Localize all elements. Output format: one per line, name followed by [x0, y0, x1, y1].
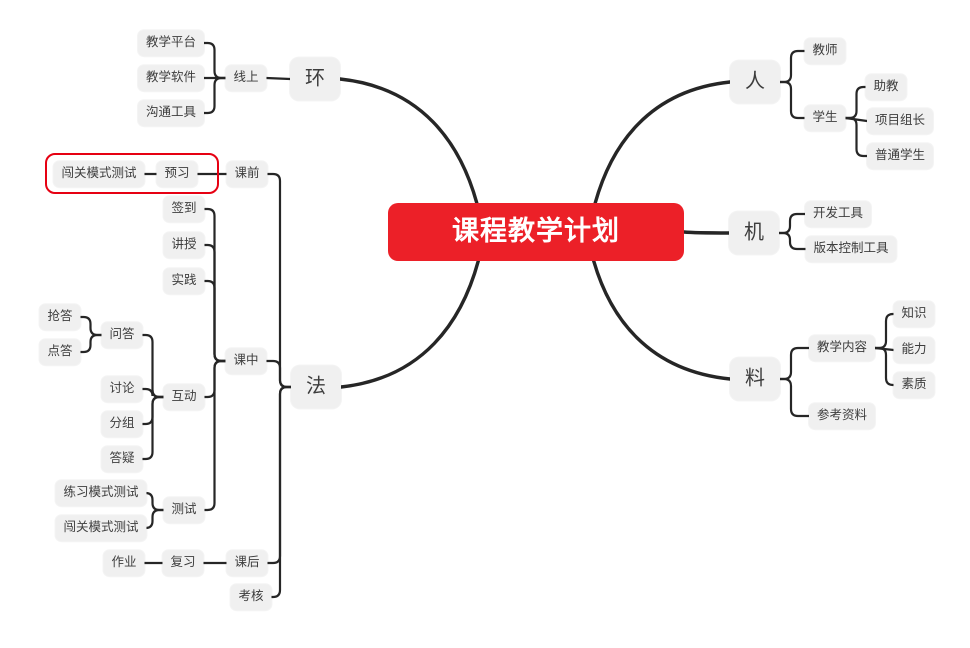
connector-line: [145, 508, 165, 530]
connector-line: [266, 172, 293, 389]
node-env[interactable]: 环: [290, 57, 340, 101]
node-interaction[interactable]: 互动: [163, 384, 205, 410]
node-pass-mode-test-2[interactable]: 闯关模式测试: [55, 515, 147, 541]
node-after-class[interactable]: 课后: [226, 550, 268, 576]
connector-line: [592, 259, 732, 381]
connector-line: [265, 76, 292, 81]
connector-line: [873, 312, 895, 350]
node-discussion[interactable]: 讨论: [101, 376, 143, 402]
node-quality[interactable]: 素质: [893, 372, 935, 398]
node-homework[interactable]: 作业: [103, 550, 145, 576]
node-test[interactable]: 测试: [163, 497, 205, 523]
node-preview[interactable]: 预习: [156, 161, 198, 187]
node-answer-doubt[interactable]: 答疑: [101, 446, 143, 472]
connector-line: [270, 385, 293, 599]
node-sign-in[interactable]: 签到: [163, 196, 205, 222]
node-assessment[interactable]: 考核: [230, 584, 272, 610]
connector-line: [141, 395, 165, 461]
connector-line: [682, 230, 731, 235]
node-practice[interactable]: 实践: [163, 268, 205, 294]
node-online[interactable]: 线上: [225, 65, 267, 91]
node-student[interactable]: 学生: [804, 105, 846, 131]
node-reference[interactable]: 参考资料: [808, 403, 876, 429]
node-lecture[interactable]: 讲授: [163, 232, 205, 258]
node-qa[interactable]: 问答: [101, 322, 143, 348]
node-teach-content[interactable]: 教学内容: [808, 335, 876, 361]
node-teacher[interactable]: 教师: [804, 38, 846, 64]
node-pre-class[interactable]: 课前: [226, 161, 268, 187]
connector-line: [202, 76, 227, 115]
connector-line: [778, 80, 806, 120]
connector-line: [79, 315, 103, 337]
node-pass-mode-test-1[interactable]: 闯关模式测试: [53, 161, 145, 187]
node-material[interactable]: 料: [730, 357, 780, 401]
connector-line: [844, 85, 867, 120]
connector-line: [338, 77, 479, 205]
node-vcs-tools[interactable]: 版本控制工具: [805, 236, 897, 262]
node-pick-answer[interactable]: 点答: [39, 339, 81, 365]
node-comm-tool[interactable]: 沟通工具: [137, 100, 205, 126]
node-machine[interactable]: 机: [729, 211, 779, 255]
node-ability[interactable]: 能力: [893, 337, 935, 363]
connector-line: [777, 212, 807, 235]
connector-line: [339, 259, 480, 389]
connector-line: [202, 41, 227, 80]
node-practice-mode-test[interactable]: 练习模式测试: [55, 480, 147, 506]
node-method[interactable]: 法: [291, 365, 341, 409]
node-assistant[interactable]: 助教: [865, 74, 907, 100]
node-dev-tools[interactable]: 开发工具: [804, 201, 872, 227]
connector-line: [203, 359, 227, 512]
connector-line: [778, 377, 811, 418]
connector-line: [777, 231, 807, 251]
connector-line: [593, 80, 732, 205]
connector-line: [778, 346, 811, 381]
connector-line: [873, 346, 895, 387]
connector-line: [141, 387, 165, 399]
connector-line: [79, 333, 103, 354]
node-quick-answer[interactable]: 抢答: [39, 304, 81, 330]
connector-line: [203, 279, 227, 363]
connector-line: [141, 333, 165, 399]
node-people[interactable]: 人: [730, 60, 780, 104]
connector-line: [265, 359, 293, 389]
central-topic[interactable]: 课程教学计划: [388, 203, 684, 261]
node-knowledge[interactable]: 知识: [893, 301, 935, 327]
node-ordinary-student[interactable]: 普通学生: [866, 143, 934, 169]
node-grouping[interactable]: 分组: [101, 411, 143, 437]
node-teach-platform[interactable]: 教学平台: [137, 30, 205, 56]
node-review[interactable]: 复习: [162, 550, 204, 576]
connector-line: [778, 49, 806, 84]
node-teach-software[interactable]: 教学软件: [137, 65, 205, 91]
node-project-leader[interactable]: 项目组长: [866, 108, 934, 134]
node-in-class[interactable]: 课中: [225, 348, 267, 374]
connector-line: [844, 116, 869, 158]
connector-line: [145, 491, 165, 512]
